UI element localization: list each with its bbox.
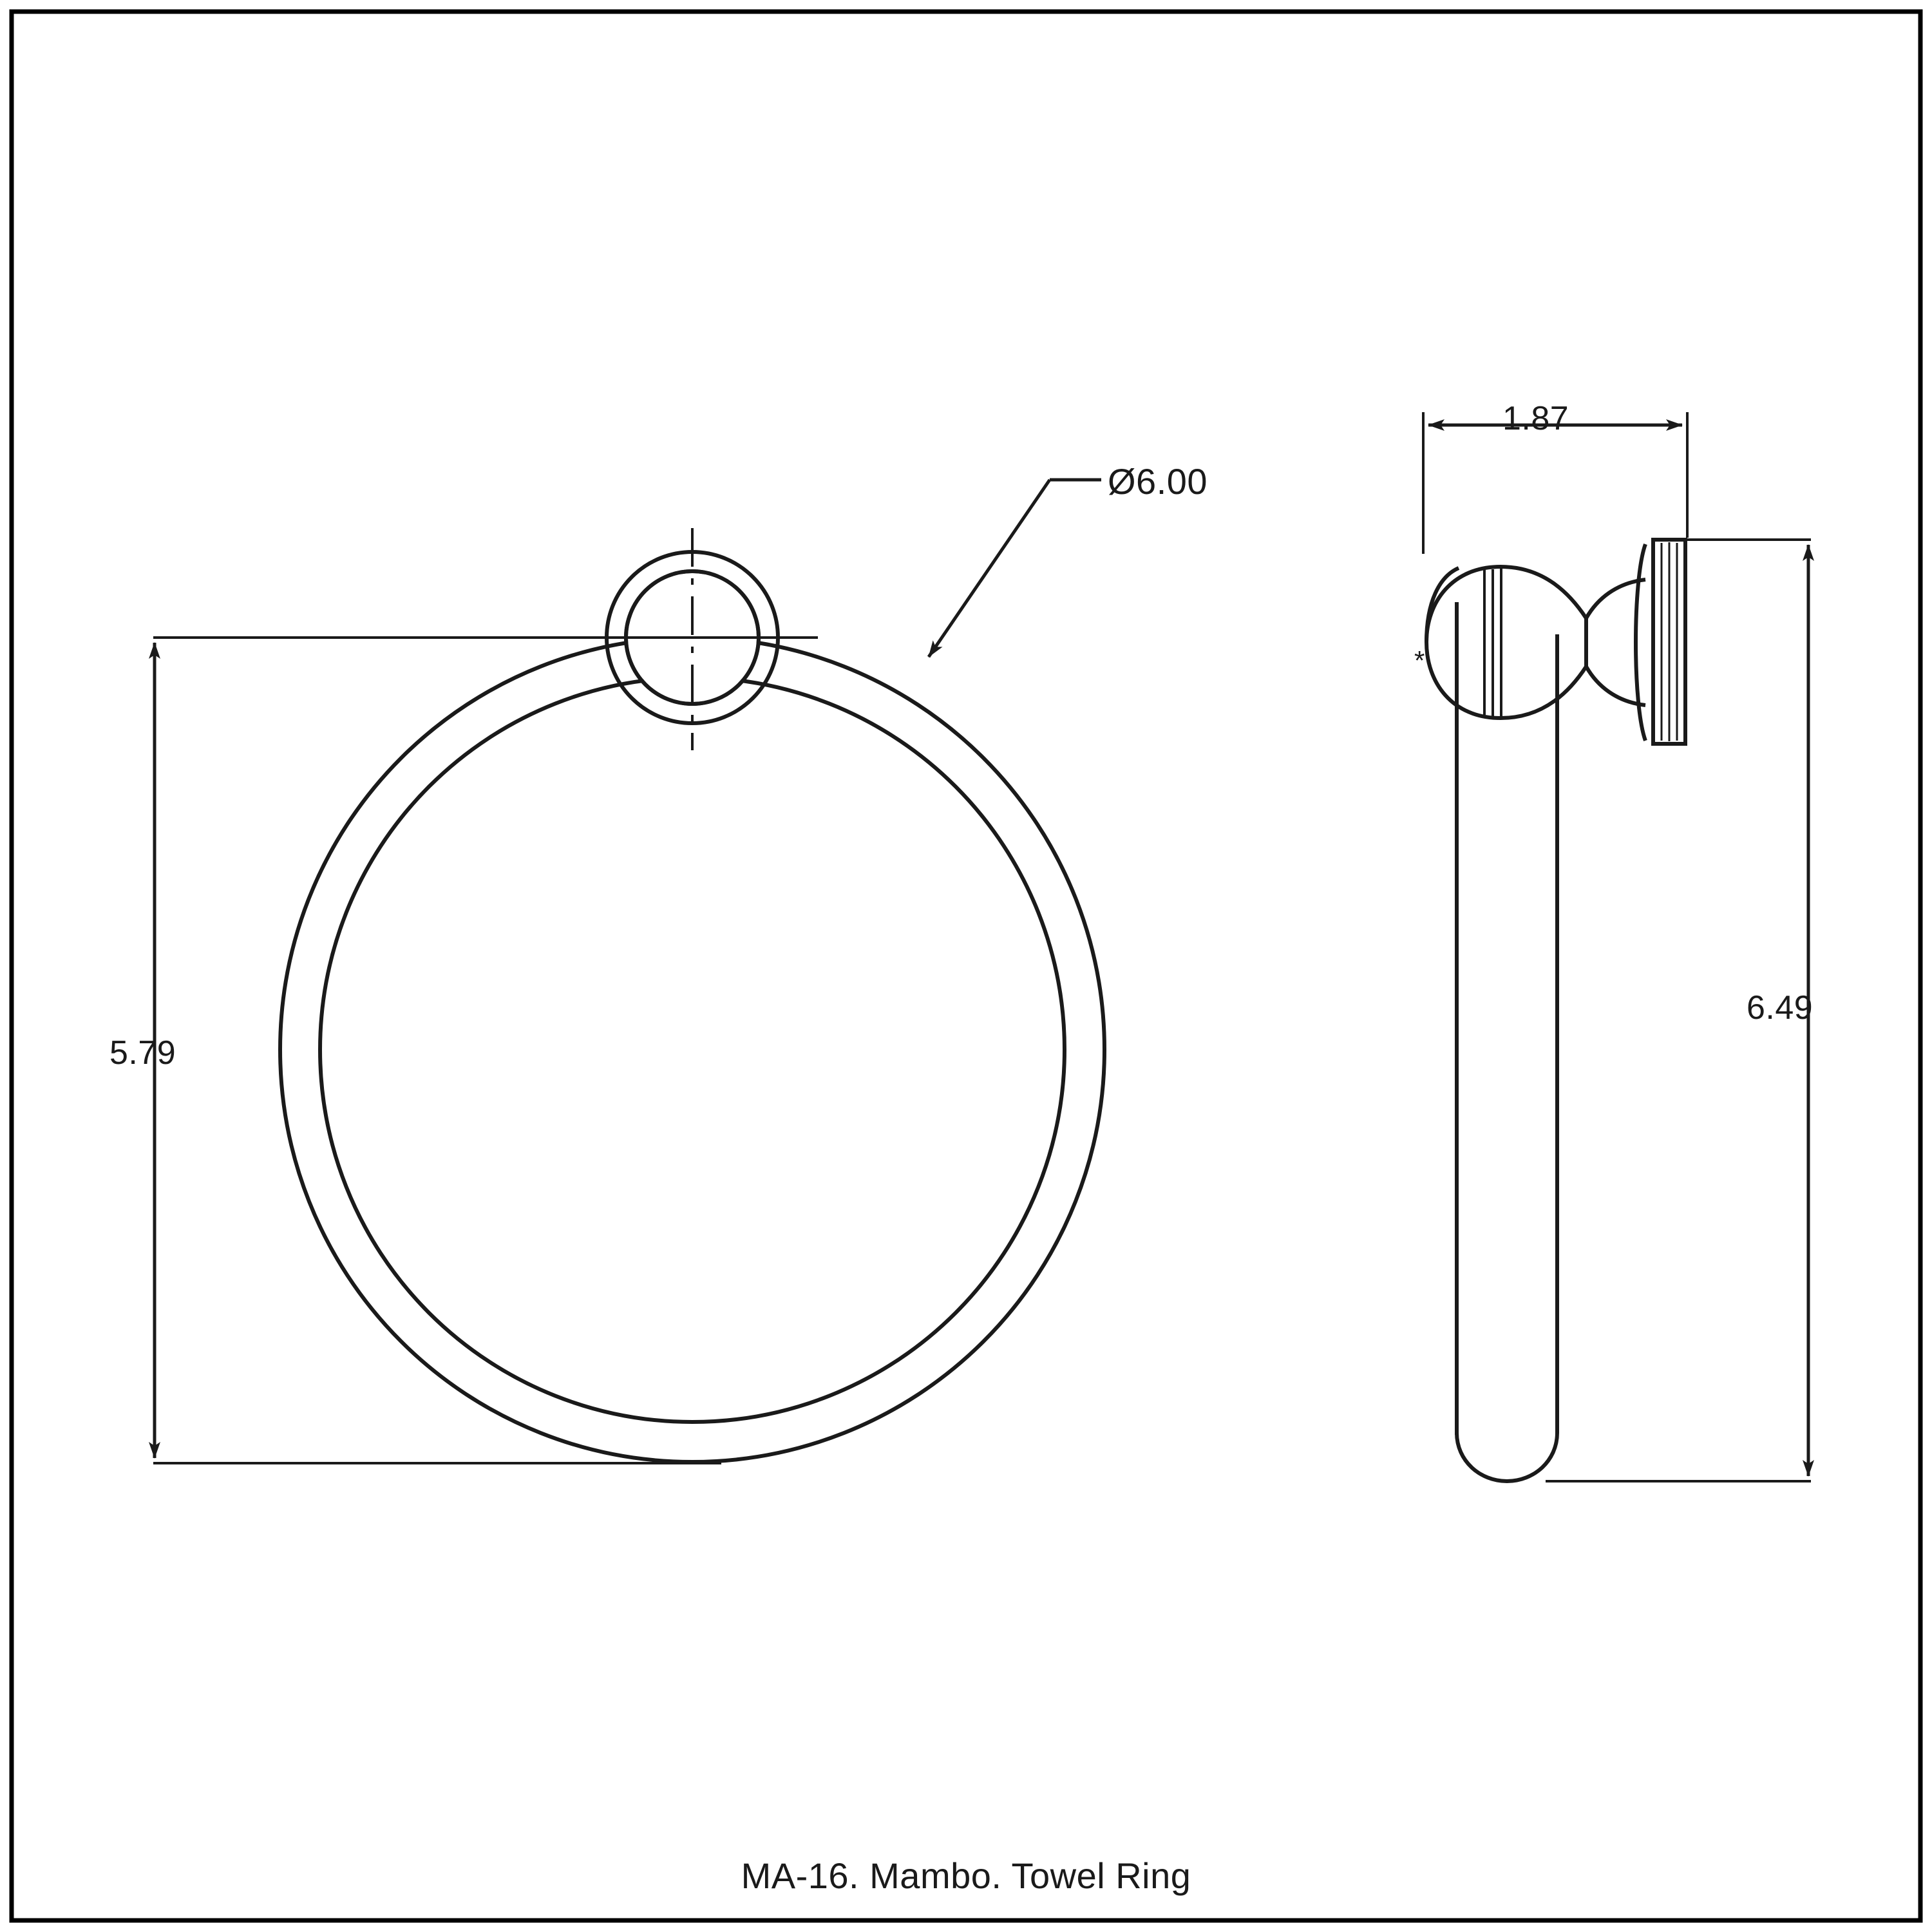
leader-line-diagonal	[927, 478, 1052, 658]
side-view-geometry	[1424, 538, 1687, 1484]
knurl-band	[1653, 542, 1686, 741]
dim-label-overall-height: 5.79	[109, 1034, 176, 1072]
dim-label-ring-diameter: Ø6.00	[1108, 461, 1208, 502]
sphere-collar	[1483, 569, 1502, 717]
sphere-left-cap	[1425, 566, 1460, 643]
dim-label-projection-depth: 1.87	[1502, 400, 1569, 437]
rosette-profile-left	[1634, 543, 1647, 742]
ring-outer-circle	[278, 636, 1106, 1464]
drawing-caption: MA-16. Mambo. Towel Ring	[741, 1855, 1191, 1896]
sheet-border	[9, 9, 1923, 1923]
dim-1-87	[1422, 412, 1689, 554]
ring-inner-circle	[318, 676, 1066, 1424]
dim-diameter-leader	[927, 478, 1101, 658]
dim-6-49	[1546, 538, 1814, 1482]
side-view-asterisk-mark: *	[1414, 645, 1425, 676]
ring-edge-profile	[1455, 602, 1559, 1484]
dim-5-79	[149, 636, 818, 1464]
sphere-body	[1424, 564, 1588, 721]
dim-label-overall-length: 6.49	[1747, 989, 1814, 1027]
